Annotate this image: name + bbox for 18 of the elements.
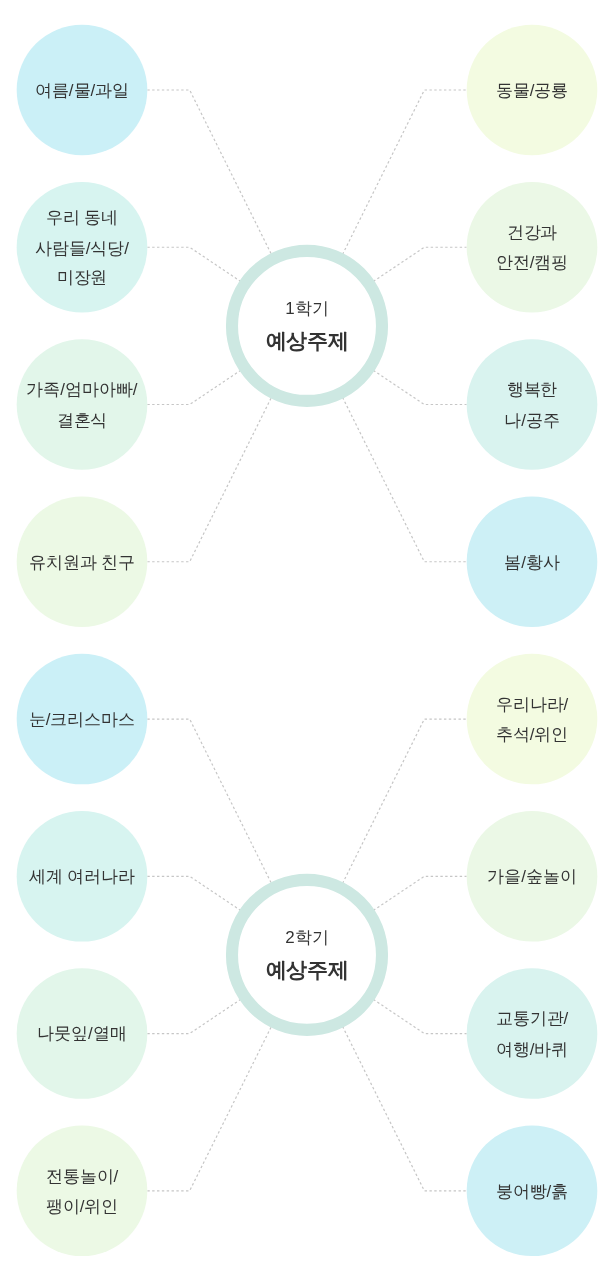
topic-circle: 봄/황사 — [466, 496, 598, 628]
hub-circle: 2학기 예상주제 — [225, 873, 389, 1037]
topic-circle: 교통기관/ 여행/바퀴 — [466, 968, 598, 1099]
topic-circle: 나뭇잎/열매 — [16, 968, 148, 1099]
topic-circle: 가을/숲놀이 — [466, 811, 598, 942]
topic-circle: 동물/공룡 — [466, 24, 598, 156]
topic-circle: 건강과 안전/캠핑 — [466, 182, 598, 313]
topic-circle: 세계 여러나라 — [16, 811, 148, 942]
topic-circle: 유치원과 친구 — [16, 496, 148, 628]
topic-circle: 전통놀이/ 팽이/위인 — [16, 1125, 148, 1257]
topic-circle: 눈/크리스마스 — [16, 653, 148, 785]
topic-circle: 붕어빵/흙 — [466, 1125, 598, 1257]
topic-circle: 가족/엄마아빠/ 결혼식 — [16, 339, 148, 470]
topic-circle: 우리나라/ 추석/위인 — [466, 653, 598, 785]
topic-circle: 여름/물/과일 — [16, 24, 148, 156]
topic-circle: 행복한 나/공주 — [466, 339, 598, 470]
hub-circle: 1학기 예상주제 — [225, 244, 389, 408]
topic-circle: 우리 동네 사람들/식당/ 미장원 — [16, 182, 148, 313]
